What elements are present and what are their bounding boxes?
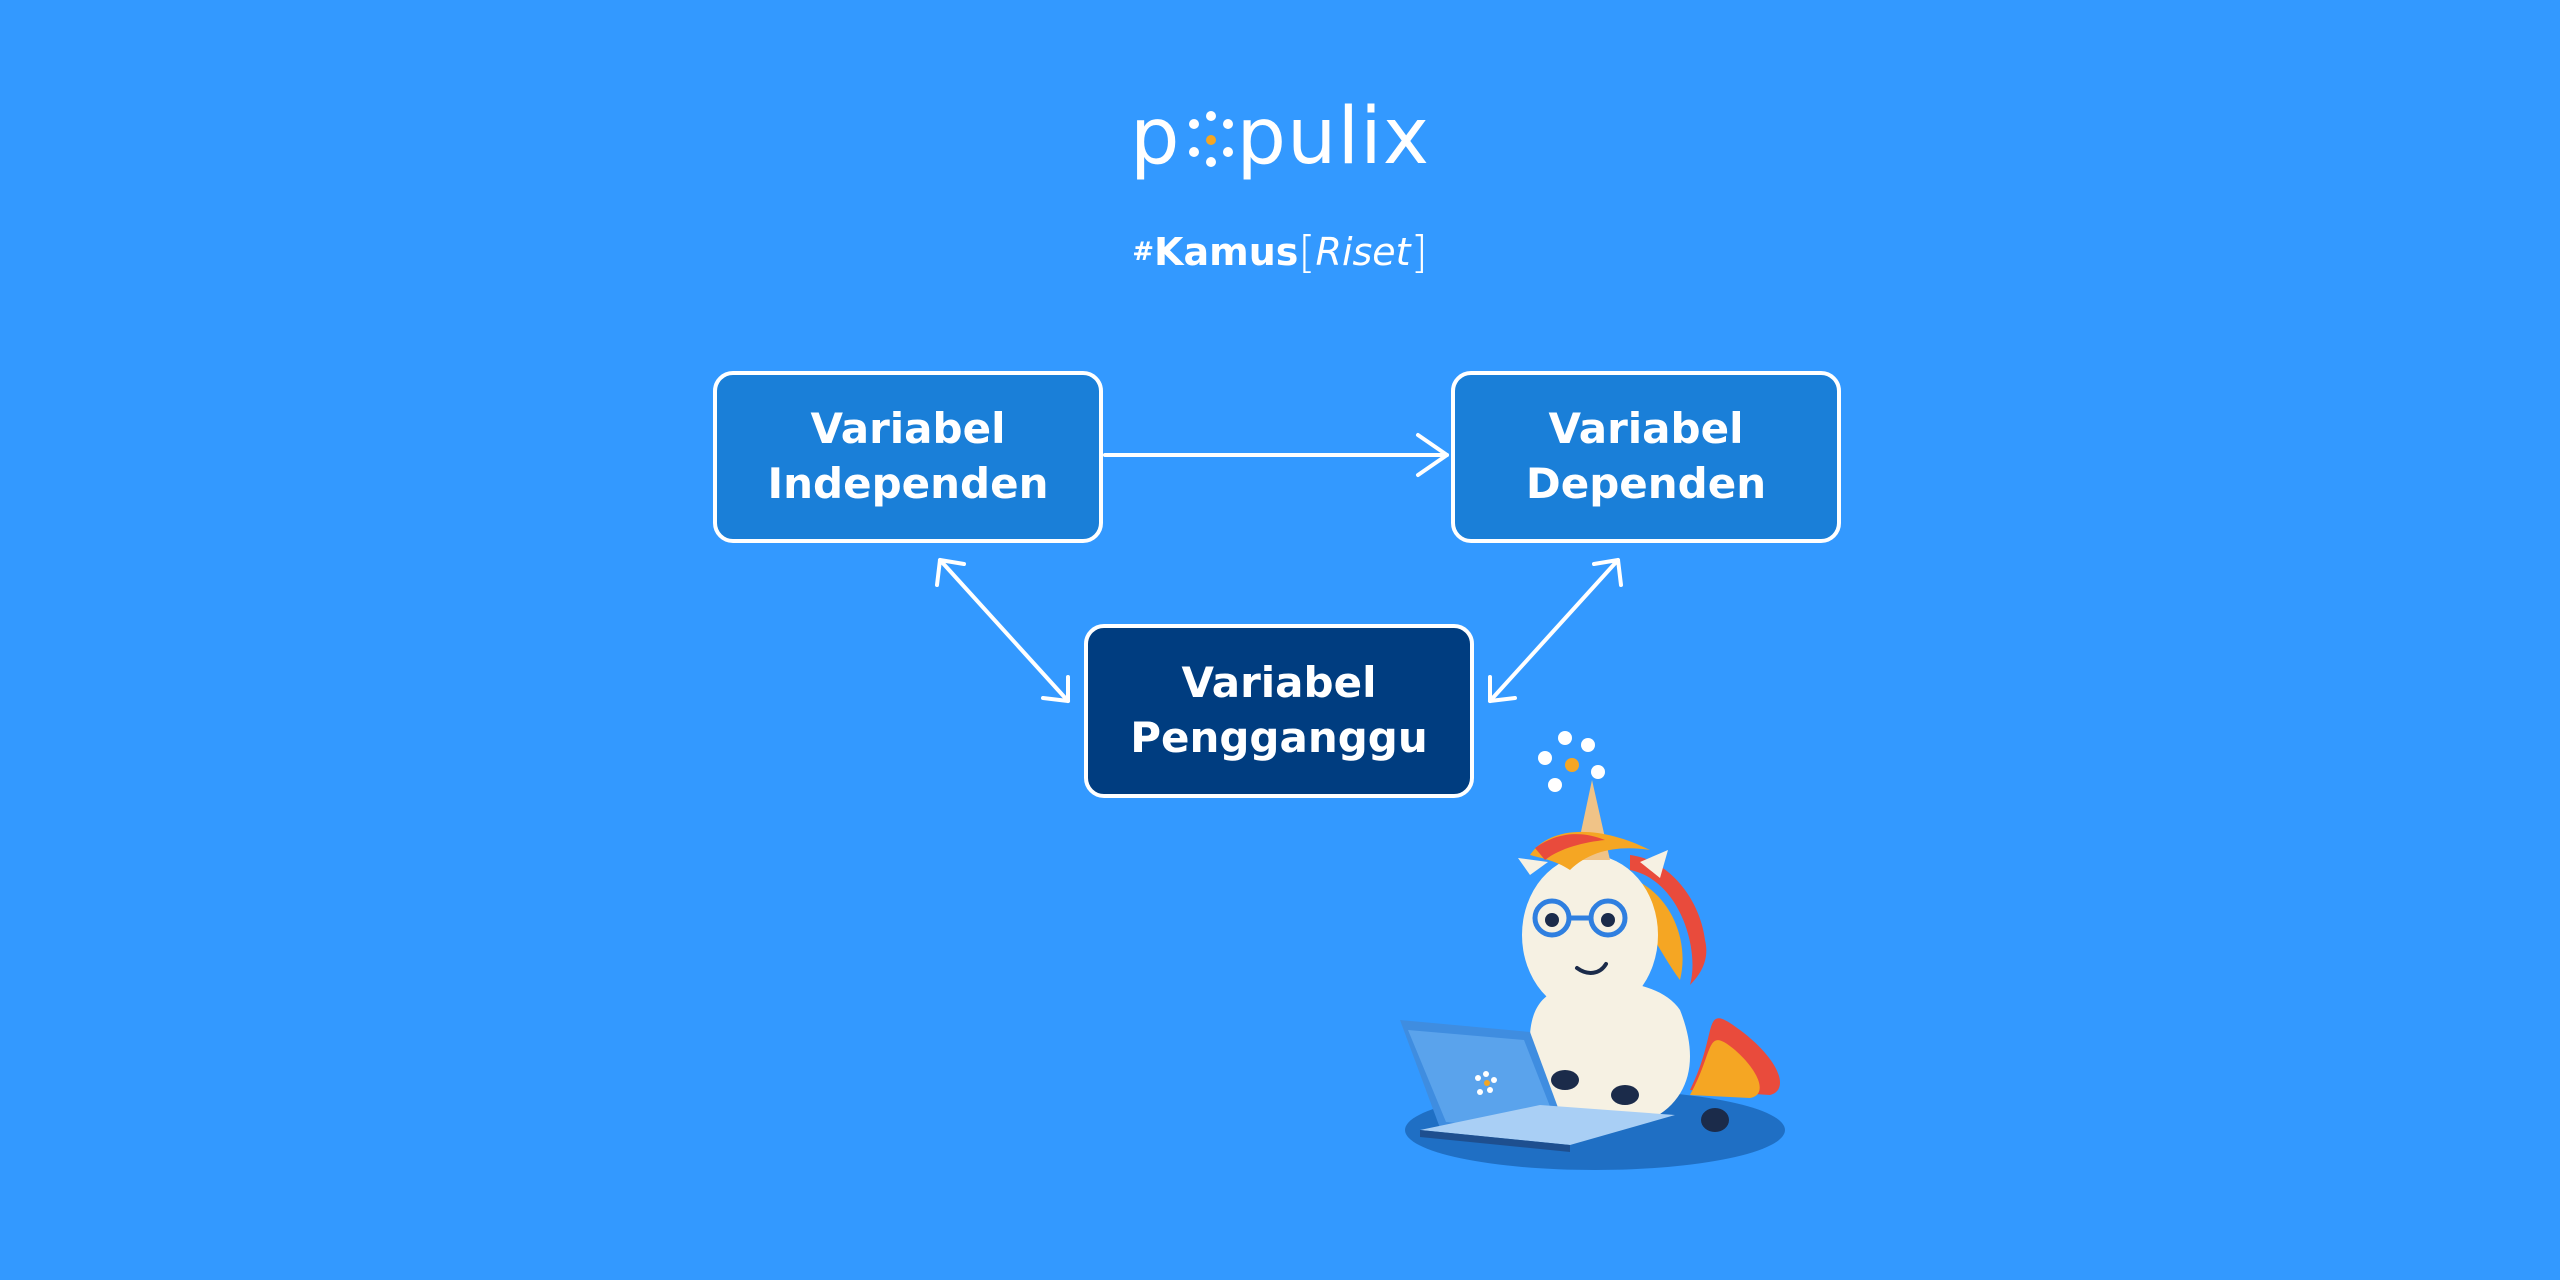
tagline-keyword: Kamus (1154, 230, 1299, 274)
arrow-dependent-confounding (1488, 558, 1623, 703)
tagline-hash: # (1132, 237, 1155, 267)
tagline-close-bracket: ] (1410, 226, 1428, 278)
node-independent-variable: Variabel Independen (713, 371, 1103, 543)
node-dependent-variable: Variabel Dependen (1451, 371, 1841, 543)
tagline-open-bracket: [ (1298, 226, 1316, 278)
tail-shape (1690, 1018, 1780, 1098)
thinking-dots-icon (1538, 731, 1605, 792)
node-label-line1: Variabel (1548, 404, 1744, 454)
logo-suffix: pulix (1236, 92, 1430, 182)
mane-back-shape (1630, 855, 1707, 985)
node-label-line1: Variabel (810, 404, 1006, 454)
tagline-term: Riset (1315, 230, 1411, 274)
glasses-icon (1532, 898, 1628, 938)
arrow-independent-confounding (935, 558, 1070, 703)
laptop-icon (1400, 1020, 1675, 1152)
populix-logo: p pulix (1130, 92, 1430, 182)
logo-dots-icon (1183, 107, 1235, 167)
node-label-line2: Pengganggu (1130, 713, 1428, 762)
arrow-independent-to-dependent (1103, 433, 1449, 477)
node-label-line2: Independen (767, 459, 1049, 508)
head-shape (1522, 855, 1658, 1015)
tagline: # Kamus [ Riset ] (1080, 224, 1480, 280)
logo-prefix: p (1130, 92, 1181, 182)
node-confounding-variable: Variabel Pengganggu (1084, 624, 1474, 798)
node-label-line1: Variabel (1181, 658, 1377, 708)
node-label-line2: Dependen (1525, 459, 1767, 508)
